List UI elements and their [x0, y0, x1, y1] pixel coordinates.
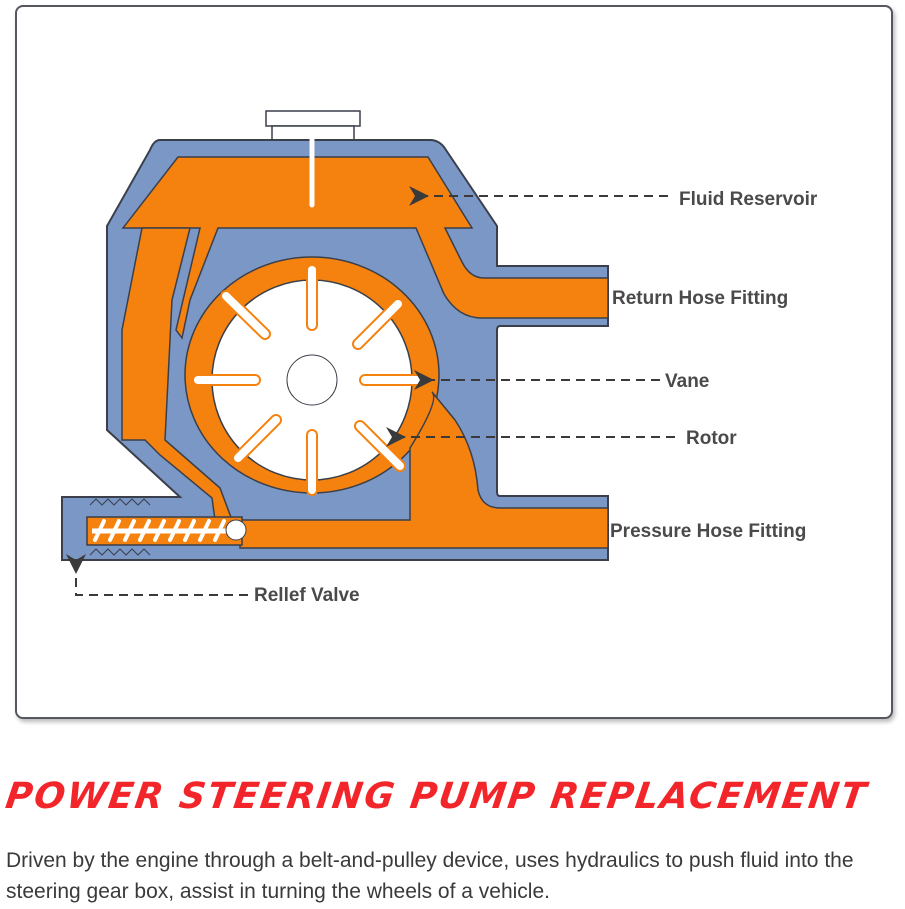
reservoir-cap — [265, 110, 361, 127]
rotor-shaft — [286, 354, 338, 406]
thread-bottom — [89, 548, 151, 556]
page-title: POWER STEERING PUMP REPLACEMENT — [3, 776, 871, 817]
label-fluid-reservoir: Fluid Reservoir — [679, 189, 818, 210]
vanes-white — [194, 266, 426, 494]
label-relief-valve: Rellef Valve — [254, 585, 360, 606]
thread-top — [89, 498, 151, 506]
label-rotor: Rotor — [686, 428, 737, 449]
label-return-hose: Return Hose Fitting — [612, 288, 788, 309]
description: Driven by the engine through a belt-and-… — [6, 849, 854, 903]
leader-relief-valve — [66, 554, 248, 596]
label-vane: Vane — [665, 371, 709, 392]
fluid-reservoir — [121, 156, 609, 340]
pump-diagram: Fluid Reservoir Return Hose Fitting Vane… — [61, 110, 818, 606]
relief-valve-ball — [225, 519, 247, 541]
label-pressure-hose: Pressure Hose Fitting — [610, 521, 806, 542]
relief-valve-spring — [93, 519, 226, 542]
fluid-pressure-channel — [239, 391, 609, 549]
